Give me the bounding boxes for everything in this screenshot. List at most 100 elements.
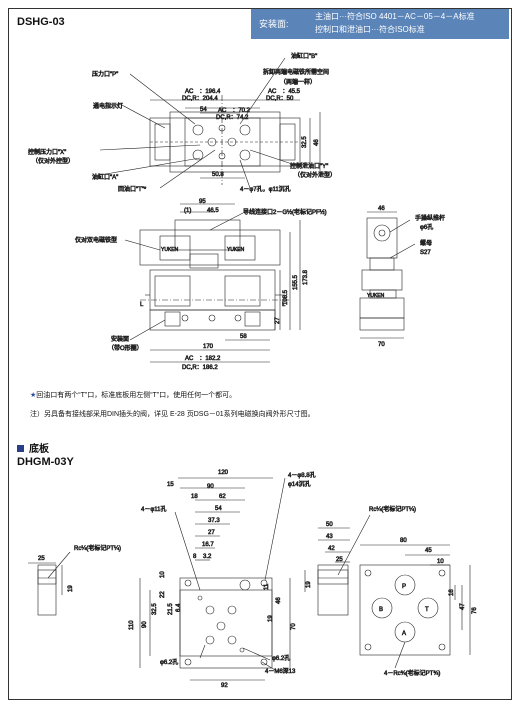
label-hole-8-8: 4－φ8.8孔 xyxy=(288,471,316,479)
base-dim-90: 90 xyxy=(207,484,214,490)
label-removal-sub: （两端一样） xyxy=(280,78,316,86)
base-dim-70: 70 xyxy=(291,623,297,630)
base-dim-37-3: 37.3 xyxy=(208,518,220,524)
base-dim-46: 46 xyxy=(276,597,282,604)
base-dim-27: 27 xyxy=(208,530,215,536)
label-holes: 4－φ7孔，φ11沉孔 xyxy=(240,185,291,193)
mid-dim-50: 50 xyxy=(326,522,333,528)
base-dim-92: 92 xyxy=(221,683,228,689)
label-nut-sub: S27 xyxy=(420,250,431,256)
mid-dim-25: 25 xyxy=(336,557,343,563)
dim-dcr-186: DC,R：186.2 xyxy=(182,365,218,371)
label-port-y: 控制泄油口"Y" xyxy=(290,162,328,170)
base-dim-6-4: 6.4 xyxy=(176,603,182,612)
dim-dcr-50: DC,R：50 xyxy=(266,96,294,102)
base-dim-19: 19 xyxy=(268,615,274,622)
coil-left-label: YUKEN xyxy=(161,247,179,253)
base-dim-16-7: 16.7 xyxy=(202,542,214,548)
right-dim-76: 76 xyxy=(472,607,478,614)
label-hole-6-2-left: φ6.2孔 xyxy=(160,658,178,666)
mid-dim-42: 42 xyxy=(328,546,335,552)
dim-ac-196: AC ：196.4 xyxy=(185,89,221,95)
base-dim-90-v: 90 xyxy=(142,621,148,628)
label-mount-face-sub: （带O形圈） xyxy=(108,344,143,352)
label-hole-11: 4－φ11孔 xyxy=(141,505,166,513)
base-model-title: DHGM-03Y xyxy=(17,456,74,468)
label-knob-sub: φ6孔 xyxy=(420,223,433,231)
dim-58: 58 xyxy=(240,334,247,340)
label-lamp: 通电指示灯 xyxy=(93,102,123,110)
base-dim-32-5: 32.5 xyxy=(152,603,158,615)
base-mid-drawing xyxy=(304,514,371,616)
base-right-drawing xyxy=(359,544,471,669)
label-mount-face: 安装面 xyxy=(111,335,129,343)
dim-50-8: 50.8 xyxy=(212,172,224,178)
label-port-a: 油缸口"A" xyxy=(92,173,118,181)
base-top-drawing xyxy=(139,477,291,681)
top-view-drawing xyxy=(99,57,321,189)
model-title: DSHG-03 xyxy=(17,16,65,28)
dim-32-5: 32.5 xyxy=(302,136,308,148)
side-brand: YUKEN xyxy=(367,293,385,299)
base-left-drawing xyxy=(28,551,71,616)
dim-173-8: 173.8 xyxy=(303,269,309,285)
dim-46-5: 46.5 xyxy=(207,208,219,214)
base-dim-62: 62 xyxy=(219,494,226,500)
label-port-x-sub: （仅对外控型） xyxy=(32,157,74,165)
label-port-t: 回油口"T"* xyxy=(118,185,147,193)
section-title: 底板 xyxy=(17,440,49,455)
label-double-solenoid: 仅对双电磁铁型 xyxy=(75,236,117,244)
dim-dcr-204: DC,R：204.4 xyxy=(182,96,218,102)
port-p: P xyxy=(402,584,406,590)
side-dim-46: 46 xyxy=(378,206,385,212)
label-port-x: 控制压力口"X" xyxy=(28,148,66,156)
base-dim-18: 18 xyxy=(191,494,198,500)
dim-155-5: 155.5 xyxy=(293,274,299,290)
band-line-1: 主油口···符合ISO 4401－AC－05－4－A标准 xyxy=(315,12,475,21)
base-dim-15: 15 xyxy=(167,482,174,488)
dim-27: 27 xyxy=(275,317,281,324)
note-1-text: 回油口有两个“T”口，标准底板用左侧“T”口，使用任何一个都可。 xyxy=(36,392,237,399)
note-1: ★回油口有两个“T”口，标准底板用左侧“T”口，使用任何一个都可。 xyxy=(30,390,236,400)
label-nut: 螺母 xyxy=(420,239,432,247)
base-dim-110: 110 xyxy=(129,620,135,630)
base-dim-3-2: 3.2 xyxy=(203,554,212,560)
base-dim-22: 22 xyxy=(160,591,166,598)
base-dim-8: 8 xyxy=(193,554,197,560)
dim-ac-45: AC ：45.5 xyxy=(268,89,301,95)
mid-dim-19: 19 xyxy=(306,581,312,588)
dim-1: (1) xyxy=(184,208,191,214)
label-wire-port: 导线连接口2－G½(老标记PF½) xyxy=(243,208,327,216)
page-frame xyxy=(8,8,512,700)
section-title-text: 底板 xyxy=(29,444,49,455)
port-t: T xyxy=(425,607,429,613)
coil-right-label: YUKEN xyxy=(227,247,245,253)
base-dim-11: 11 xyxy=(264,583,270,590)
side-dim-70: 70 xyxy=(378,342,385,348)
label-port-y-sub: （仅对外泄型） xyxy=(294,171,336,179)
base-dim-54: 54 xyxy=(215,506,222,512)
dim-108-5: 108.5 xyxy=(283,289,289,305)
port-a: A xyxy=(402,631,406,637)
left-dim-25: 25 xyxy=(38,556,45,562)
right-dim-16: 16 xyxy=(449,589,455,596)
mid-dim-43: 43 xyxy=(326,534,333,540)
label-m6-thread: 4－M6深13 xyxy=(265,667,296,675)
base-dim-21-5: 21.5 xyxy=(168,603,174,615)
right-dim-80: 80 xyxy=(400,538,407,544)
dim-54: 54 xyxy=(200,107,207,113)
label-rc-mid: Rc¼(老标记PT¼) xyxy=(369,505,416,513)
front-L-left: L xyxy=(140,302,144,308)
mounting-spec-band: 安装面: 主油口···符合ISO 4401－AC－05－4－A标准 控制口和泄油… xyxy=(251,9,509,39)
dim-95: 95 xyxy=(199,199,206,205)
star-mark: ★ xyxy=(30,392,37,399)
label-knob: 手操纵推杆 xyxy=(415,214,445,222)
band-line-2: 控制口和泄油口···符合ISO标准 xyxy=(315,25,425,34)
base-dim-120: 120 xyxy=(218,470,229,476)
left-dim-19: 19 xyxy=(68,585,74,592)
section-square-icon xyxy=(17,445,24,452)
label-hole-6-2-right: φ6.2孔 xyxy=(272,654,290,662)
dim-46: 46 xyxy=(314,139,320,146)
port-b: B xyxy=(379,607,383,613)
